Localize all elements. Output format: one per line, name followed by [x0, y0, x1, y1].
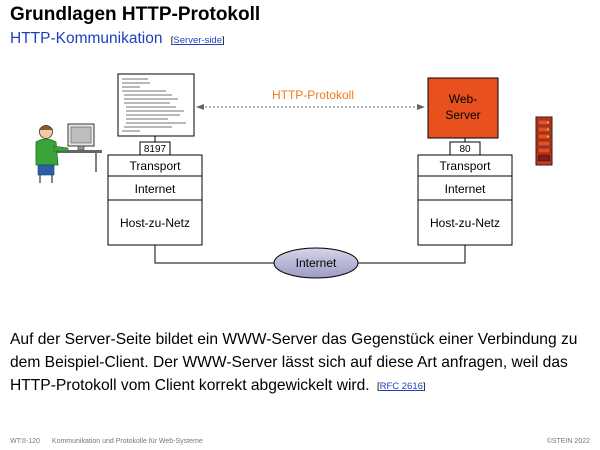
web-server-label-line2: Server — [445, 108, 480, 122]
client-layer-host-to-network: Host-zu-Netz — [120, 216, 190, 230]
internet-network-label: Internet — [296, 256, 337, 270]
rfc-2616-link[interactable]: [RFC 2616] — [376, 381, 426, 392]
web-server-label-line1: Web- — [449, 92, 477, 106]
user-computer-icon — [35, 123, 102, 183]
subtitle-text: HTTP-Kommunikation — [10, 30, 163, 47]
client-layer-stack: Transport Internet Host-zu-Netz — [107, 154, 203, 246]
http-protocol-label: HTTP-Protokoll — [272, 88, 354, 102]
footer-course-title: Kommunikation und Protokolle für Web-Sys… — [51, 438, 203, 445]
page-title: Grundlagen HTTP-Protokoll — [10, 4, 261, 25]
footer-slide-code: WT:II-120 — [10, 438, 40, 445]
body-text: Auf der Server-Seite bildet ein WWW-Serv… — [10, 331, 578, 394]
server-layer-transport: Transport — [440, 159, 492, 173]
server-layer-host-to-network: Host-zu-Netz — [430, 216, 500, 230]
page-subtitle: HTTP-Kommunikation [Server-side] — [10, 30, 225, 48]
protocol-diagram: HTTP-Protokoll Web- Server 8197 80 Trans… — [35, 73, 553, 279]
network-connection-lines — [154, 245, 466, 264]
http-protocol-arrow — [196, 104, 425, 110]
server-rack-icon — [535, 116, 553, 166]
rfc-2616-link-label: RFC 2616 — [379, 381, 423, 392]
web-server-box: Web- Server — [427, 77, 499, 139]
body-paragraph: Auf der Server-Seite bildet ein WWW-Serv… — [10, 328, 595, 398]
client-port-label: 8197 — [144, 144, 167, 155]
server-side-link-label: Server-side — [173, 35, 222, 46]
client-layer-internet: Internet — [135, 182, 176, 196]
internet-network-ellipse: Internet — [273, 247, 359, 279]
server-layer-stack: Transport Internet Host-zu-Netz — [417, 154, 513, 246]
server-port-box: 80 — [449, 141, 481, 156]
client-port-box: 8197 — [139, 141, 171, 156]
footer-copyright: ©STEIN 2022 — [546, 438, 590, 445]
server-layer-internet: Internet — [445, 182, 486, 196]
footer-left: WT:II-120 Kommunikation und Protokolle f… — [10, 438, 203, 445]
server-port-label: 80 — [459, 144, 471, 155]
server-side-link[interactable]: [Server-side] — [170, 35, 225, 46]
client-code-document — [117, 73, 195, 137]
client-layer-transport: Transport — [130, 159, 182, 173]
